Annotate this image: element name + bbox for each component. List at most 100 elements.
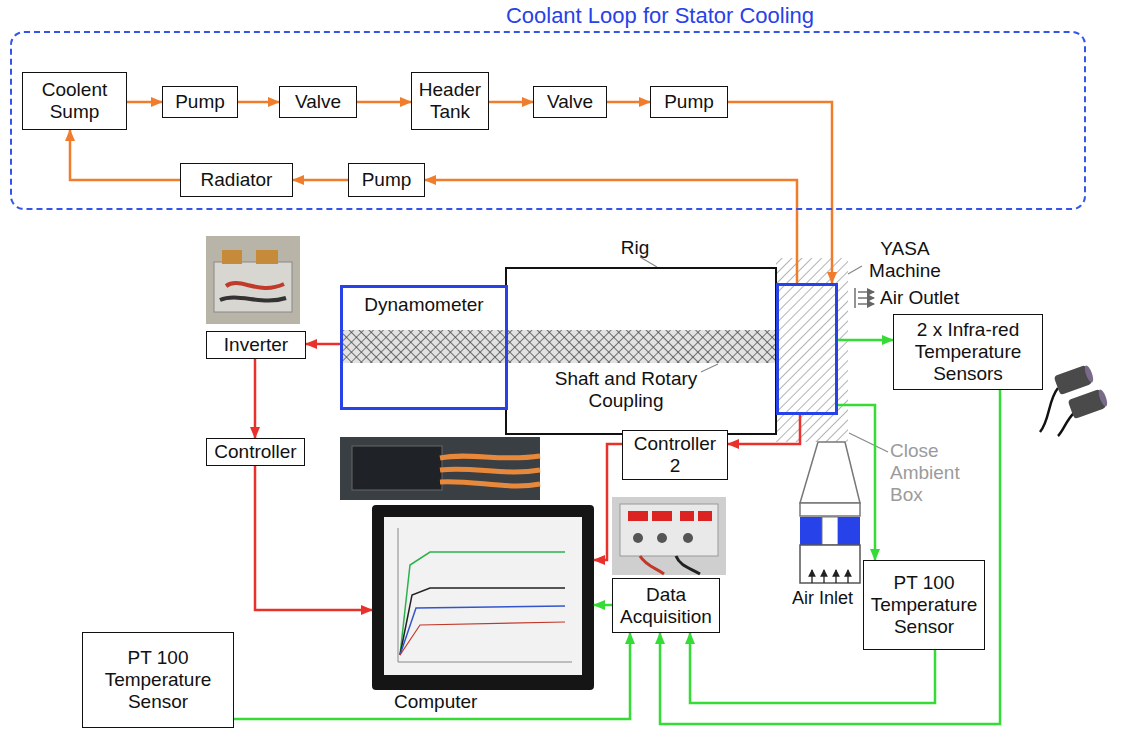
node-label: Inverter	[212, 334, 300, 356]
node-heading: Coolant Loop for Stator Cooling	[480, 3, 840, 28]
photo-digits	[680, 511, 694, 521]
monitor-bezel	[372, 505, 594, 690]
photo-ground	[612, 497, 726, 575]
process-box: Pump	[348, 163, 425, 197]
flow-arrow	[254, 359, 257, 438]
process-box: Valve	[533, 86, 607, 118]
node-label: PT 100 Temperature Sensor	[88, 647, 228, 713]
node-label: 2 x Infra-red Temperature Sensors	[899, 319, 1037, 385]
shaft-hatch	[340, 330, 776, 363]
chart-line	[400, 622, 565, 655]
process-box: Header Tank	[411, 72, 489, 130]
part-label: Shaft and Rotary Coupling	[540, 368, 712, 412]
flow-arrow	[127, 101, 162, 104]
flow-arrow	[70, 130, 180, 180]
process-box: Pump	[162, 86, 238, 118]
photo-cable	[226, 283, 284, 288]
monitor-picture	[372, 505, 594, 690]
inlet-arrow	[835, 570, 836, 583]
computer-monitor: Computer	[372, 505, 594, 690]
flow-arrow	[607, 101, 650, 104]
outlet-arrow	[858, 291, 874, 292]
flow-arrow	[238, 101, 279, 104]
leader-lines	[640, 257, 888, 452]
ambient-hatch	[776, 258, 848, 442]
flow-arrow	[234, 633, 630, 719]
flow-arrow	[728, 102, 832, 283]
node-label: PT 100 Temperature Sensor	[869, 572, 979, 638]
ir-sensor-photo	[1040, 365, 1109, 436]
node-label: Valve	[285, 91, 351, 113]
sensor-lens	[1083, 365, 1095, 384]
daq-photo	[612, 497, 726, 575]
duct-neck	[800, 503, 860, 516]
flow-arrow	[255, 466, 372, 610]
photo-part	[352, 446, 442, 490]
photo-cable	[440, 469, 540, 472]
machine-box: Dynamometer	[340, 285, 508, 410]
air-outlet-icon	[855, 288, 874, 308]
node-label: Coolent Sump	[28, 79, 121, 123]
monitor-screen	[384, 517, 582, 675]
photo-ground	[340, 437, 540, 500]
shaft-band	[340, 330, 776, 363]
node-label: Valve	[539, 91, 601, 113]
device-box: Controller 2	[622, 430, 728, 480]
chart-line	[400, 588, 565, 655]
part-label: Air Inlet	[792, 588, 868, 609]
photo-cable	[1040, 388, 1058, 432]
node-label: Pump	[354, 169, 419, 191]
flow-arrow	[306, 343, 340, 346]
sensor-box: PT 100 Temperature Sensor	[863, 560, 985, 650]
photo-cable	[676, 556, 700, 574]
inlet-arrow	[823, 570, 824, 583]
photo-cable	[640, 556, 664, 574]
part-label: Close Ambient Box	[890, 440, 974, 506]
flow-arrow	[489, 101, 533, 104]
photo-cable	[1058, 412, 1075, 436]
device-box: Inverter	[206, 331, 306, 359]
process-box: Coolent Sump	[22, 72, 127, 130]
inlet-arrow	[847, 570, 848, 583]
photo-knob	[633, 533, 643, 543]
photo-cable	[220, 297, 286, 300]
group-region: Coolant Loop for Stator CoolingCoolent S…	[10, 31, 1086, 210]
part-label: Air Outlet	[880, 287, 980, 309]
flow-arrow	[293, 179, 348, 182]
chart-axes	[398, 528, 572, 662]
photo-knob	[683, 533, 693, 543]
photo-part	[214, 262, 292, 312]
flow-arrow	[838, 339, 893, 342]
flow-arrow	[838, 405, 875, 560]
photo-cable	[440, 482, 540, 486]
device-box: 2 x Infra-red Temperature Sensors	[893, 314, 1043, 390]
outlet-bar	[854, 288, 855, 308]
chart-line	[400, 552, 565, 655]
node-label: Header Tank	[417, 79, 483, 123]
chart-line	[400, 606, 565, 655]
device-box: Data Acquisition	[612, 578, 720, 633]
process-box: Valve	[279, 86, 357, 118]
process-box: Pump	[650, 86, 728, 118]
photo-part	[256, 250, 278, 264]
photo-digits	[628, 511, 648, 521]
flow-arrow	[594, 604, 612, 607]
node-label: Data Acquisition	[618, 584, 714, 628]
inlet-arrow	[811, 570, 812, 583]
photo-part	[620, 504, 718, 556]
photo-part	[222, 250, 242, 264]
outlet-arrow	[858, 297, 874, 298]
air-duct	[800, 442, 860, 583]
photo-cable	[440, 456, 540, 458]
node-label: Pump	[168, 91, 232, 113]
sensor-lens	[1097, 389, 1109, 408]
flow-arrow	[357, 101, 411, 104]
node-label: Dynamometer	[348, 294, 500, 316]
process-box: Radiator	[180, 163, 293, 197]
outlet-arrow	[858, 303, 874, 304]
duct-filter	[822, 517, 838, 545]
controller-photo	[340, 437, 540, 500]
node-label: Controller	[212, 441, 299, 463]
node-label: Radiator	[186, 169, 287, 191]
machine-box: YASA Machine	[776, 283, 838, 415]
